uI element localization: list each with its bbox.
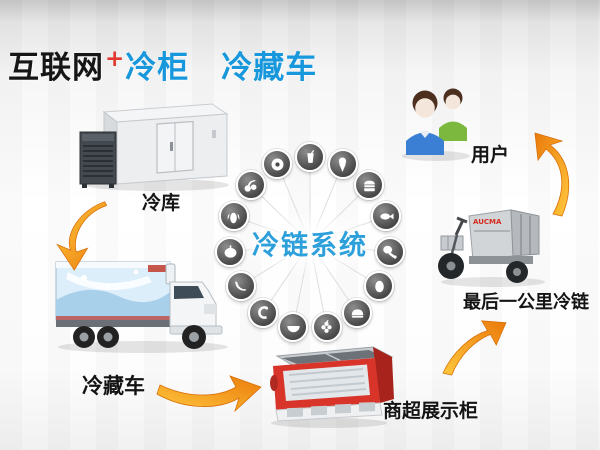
refrigerated-truck-label: 冷藏车 [82,374,145,398]
last-mile-label: 最后一公里冷链 [463,292,589,313]
arrow-cabinet-to-trike [438,315,508,377]
arrow-truck-to-cabinet [153,358,265,416]
trike-brand-text: AUCMA [473,218,502,226]
arrow-trike-to-users [518,132,580,218]
users-label: 用户 [471,144,510,166]
title-black-text: 互联网 [8,50,104,86]
user-front [406,90,444,155]
ring-chicken-icon [374,236,405,267]
user-back [439,88,467,141]
ring-bread-icon [342,297,373,328]
cold-storage-graphic [62,100,232,192]
ring-ice-cream-icon [327,149,358,180]
ring-fish-icon [371,201,402,232]
page-title: 互联网+冷柜 冷藏车 [8,42,317,87]
ring-drink-icon [295,142,325,172]
plus-sign: + [105,46,125,72]
last-mile-trike-graphic: AUCMA [433,190,551,288]
arrow-cold-storage-to-truck [50,196,110,272]
ring-kiwi-icon [262,149,293,180]
ring-banana-icon [225,271,256,301]
ring-cherry-icon [235,170,266,201]
ring-burger-icon [354,170,385,201]
ring-shrimp-icon [247,297,278,328]
refrigerated-truck-graphic [48,252,233,357]
ring-grapes-icon [311,312,342,343]
cold-chain-system-label: 冷链系统 [252,230,368,262]
display-cabinet-label: 商超展示柜 [383,400,479,422]
cold-storage-label: 冷库 [142,192,181,214]
users-graphic [398,82,476,162]
title-blue-text: 冷柜 冷藏车 [125,50,318,86]
display-cabinet-graphic [263,345,398,429]
ring-egg-icon [364,271,395,301]
ring-watermelon-icon [278,312,309,343]
